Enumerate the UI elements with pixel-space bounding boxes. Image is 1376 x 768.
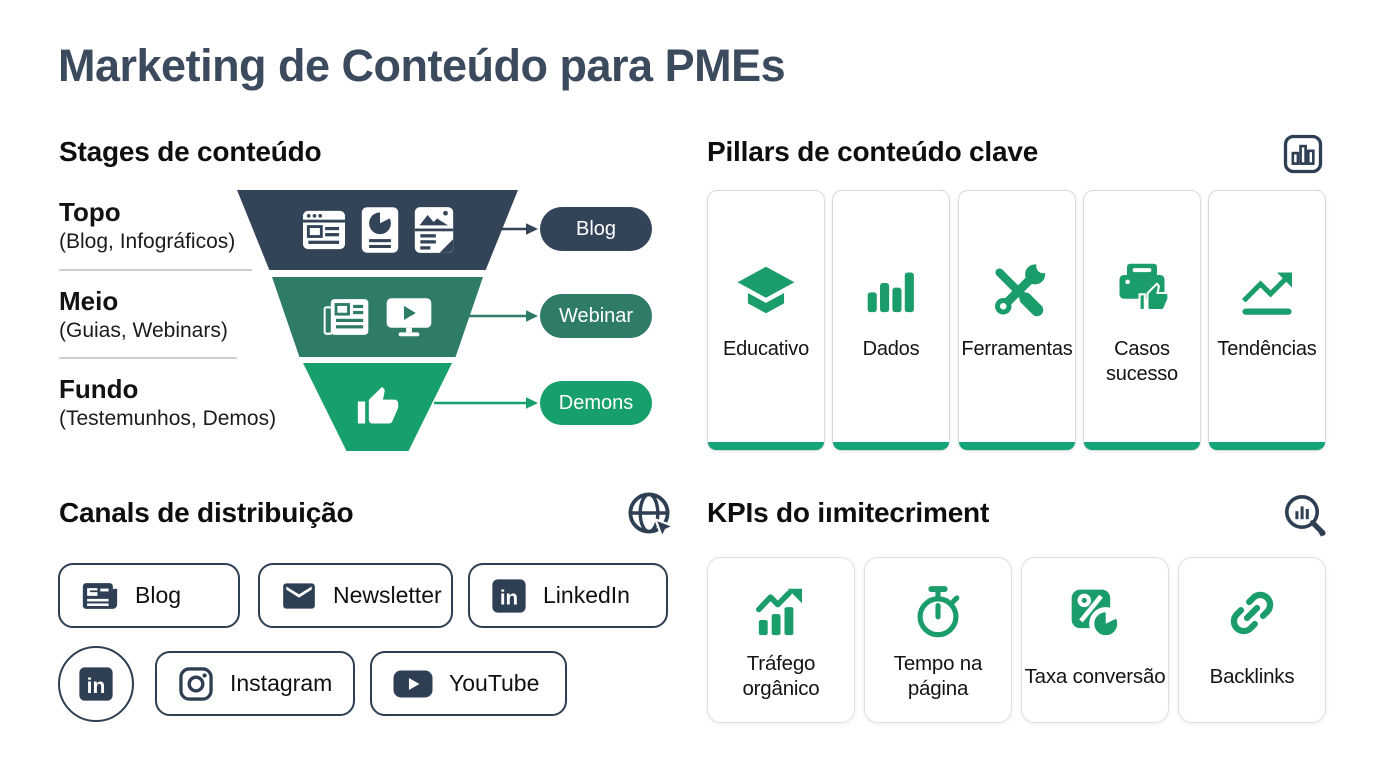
arrow-topo-to-blog: [496, 223, 538, 235]
bar-chart-outline-icon: [1282, 133, 1324, 175]
linkedin-icon: in: [75, 663, 117, 705]
pillar-card-label: Educativo: [722, 338, 810, 360]
printer-thumbs-up-icon: [1112, 257, 1172, 323]
linkedin-icon: in: [490, 577, 528, 615]
arrow-fundo-to-demons: [434, 397, 538, 409]
stage-sublabel-meio: (Guias, Webinars): [59, 319, 228, 342]
kpi-card-label: Tráfego orgânico: [742, 652, 820, 700]
channel-button-label: YouTube: [449, 670, 540, 696]
stage-sublabel-fundo: (Testemunhos, Demos): [59, 407, 277, 430]
newspaper-icon: [321, 295, 371, 339]
stage-sublabel-topo: (Blog, Infográficos): [59, 230, 236, 253]
bar-chart-icon: [863, 257, 919, 323]
trend-up-icon: [1237, 257, 1297, 323]
kpi-card-backlinks: Backlinks: [1178, 557, 1326, 723]
pillar-card-label: Dados: [862, 338, 920, 360]
pillar-card-label: Casos sucesso: [1106, 338, 1178, 385]
page-title: Marketing de Conteúdo para PMEs: [58, 40, 786, 91]
channel-button-newsletter[interactable]: Newsletter: [258, 563, 453, 628]
percent-pie-icon: [1067, 584, 1123, 642]
organic-growth-icon: [753, 584, 809, 642]
envelope-icon: [280, 577, 318, 615]
kpi-card-trafego-organico: Tráfego orgânico: [707, 557, 855, 723]
channel-button-youtube[interactable]: YouTube: [370, 651, 567, 716]
stage-label-meio: Meio: [59, 286, 119, 316]
pill-label: Webinar: [558, 304, 634, 327]
graduation-cap-icon: [735, 257, 797, 323]
channel-button-label: Newsletter: [333, 582, 442, 608]
pillar-card-dados: Dados: [832, 190, 950, 451]
channels-section-heading: Canals de distribuição: [59, 497, 354, 528]
channel-button-label: LinkedIn: [543, 582, 630, 608]
pillar-card-ferramentas: Ferramentas: [958, 190, 1076, 451]
pill-label: Demons: [558, 391, 634, 414]
pill-label: Blog: [575, 217, 617, 240]
card-accent-bar: [1209, 442, 1325, 450]
divider: [59, 269, 252, 271]
stopwatch-icon: [911, 584, 965, 642]
arrow-meio-to-webinar: [464, 310, 538, 322]
pillars-section-heading: Pillars de conteúdo clave: [707, 136, 1039, 167]
channel-circle-linkedin[interactable]: in: [58, 646, 134, 722]
stage-label-fundo: Fundo: [59, 374, 139, 404]
image-doc-icon: [413, 206, 455, 254]
tools-icon: [987, 257, 1047, 323]
kpi-card-label: Taxa conversão: [1024, 664, 1166, 688]
funnel-tier-fundo: [303, 363, 452, 451]
channel-button-linkedin[interactable]: in LinkedIn: [468, 563, 668, 628]
funnel-output-pill-blog[interactable]: Blog: [540, 207, 652, 251]
pillar-card-tendencias: Tendências: [1208, 190, 1326, 451]
pillar-card-label: Ferramentas: [961, 338, 1073, 360]
card-accent-bar: [708, 442, 824, 450]
magnifier-chart-icon: [1281, 492, 1329, 540]
browser-window-icon: [301, 209, 347, 251]
card-accent-bar: [1084, 442, 1200, 450]
card-accent-bar: [833, 442, 949, 450]
channel-button-blog[interactable]: Blog: [58, 563, 240, 628]
globe-cursor-icon: [625, 489, 677, 543]
instagram-icon: [177, 665, 215, 703]
funnel-output-pill-webinar[interactable]: Webinar: [540, 294, 652, 338]
channel-button-label: Instagram: [230, 670, 333, 696]
card-accent-bar: [959, 442, 1075, 450]
funnel-tier-meio: [272, 277, 483, 357]
kpi-card-label: Tempo na página: [893, 652, 983, 700]
stage-label-topo: Topo: [59, 197, 121, 227]
funnel-output-pill-demons[interactable]: Demons: [540, 381, 652, 425]
kpi-card-tempo-na-pagina: Tempo na página: [864, 557, 1012, 723]
youtube-icon: [392, 668, 434, 700]
thumbs-up-icon: [356, 385, 400, 429]
kpi-card-label: Backlinks: [1209, 664, 1295, 688]
svg-text:in: in: [87, 675, 106, 698]
funnel-tier-topo: [237, 190, 518, 270]
link-icon: [1224, 584, 1280, 642]
pillar-card-educativo: Educativo: [707, 190, 825, 451]
channel-button-label: Blog: [135, 582, 182, 608]
divider: [59, 357, 237, 359]
funnel-section-heading: Stages de conteúdo: [59, 136, 322, 167]
newspaper-solid-icon: [80, 578, 120, 614]
pie-chart-doc-icon: [360, 206, 400, 254]
kpi-card-taxa-conversao: Taxa conversão: [1021, 557, 1169, 723]
kpis-section-heading: KPIs do iımitecriment: [707, 497, 990, 528]
pillar-card-casos-sucesso: Casos sucesso: [1083, 190, 1201, 451]
channel-button-instagram[interactable]: Instagram: [155, 651, 355, 716]
pillar-card-label: Tendências: [1217, 338, 1317, 360]
svg-text:in: in: [500, 586, 518, 609]
monitor-play-icon: [384, 295, 434, 339]
